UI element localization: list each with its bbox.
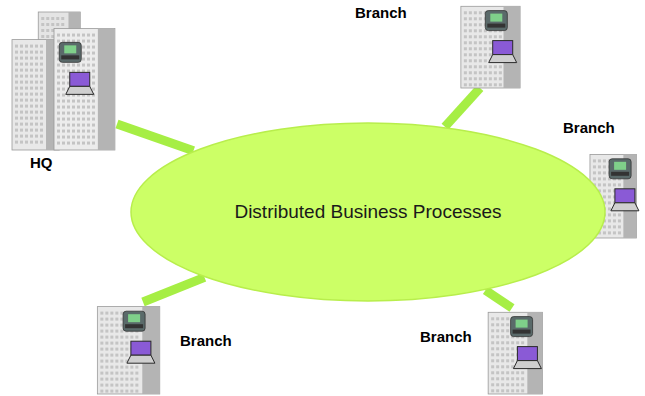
site-label: Branch bbox=[563, 119, 615, 137]
site-link bbox=[117, 124, 193, 151]
site-label: Branch bbox=[180, 332, 232, 350]
branch-building: Branch bbox=[480, 308, 548, 394]
branch-building: Branch bbox=[88, 302, 166, 394]
building-icon bbox=[480, 308, 548, 394]
site-label: Branch bbox=[355, 4, 407, 22]
building-icon bbox=[452, 2, 526, 88]
process-ellipse: Distributed Business Processes bbox=[130, 122, 606, 302]
hq-building: HQ bbox=[12, 12, 117, 150]
building-icon bbox=[12, 12, 117, 150]
site-label: HQ bbox=[30, 154, 53, 172]
site-link bbox=[143, 277, 204, 302]
process-label: Distributed Business Processes bbox=[234, 201, 501, 223]
site-label: Branch bbox=[420, 328, 472, 346]
building-icon bbox=[88, 302, 166, 394]
branch-building: Branch bbox=[452, 2, 526, 88]
site-link bbox=[445, 88, 480, 127]
site-link bbox=[485, 290, 512, 308]
